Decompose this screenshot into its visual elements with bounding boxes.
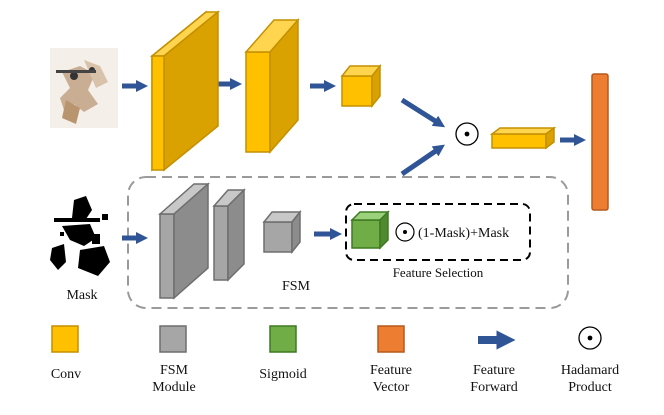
- legend-hadamard-label: Hadamard: [561, 363, 619, 378]
- fsm-block-1: [158, 182, 210, 300]
- legend: Conv FSM Module Sigmoid Feature Vector F…: [51, 325, 619, 395]
- selection-formula: (1-Mask)+Mask: [418, 226, 509, 241]
- fsm-block-2: [212, 188, 246, 282]
- legend-sigmoid-label: Sigmoid: [259, 367, 306, 382]
- fsm-label: FSM: [282, 279, 311, 294]
- arrow-conv3-to-hadamard: [400, 97, 446, 128]
- legend-fsm-swatch: [159, 325, 187, 353]
- conv-block-2: [244, 18, 300, 154]
- legend-vector-label: Feature: [370, 363, 412, 378]
- legend-vector-label-2: Vector: [373, 380, 410, 395]
- feature-selection-box: [345, 203, 531, 261]
- conv-block-1: [149, 10, 221, 172]
- conv-block-3: [340, 63, 382, 109]
- sigmoid-block: [350, 210, 390, 250]
- conv-output-slab: [489, 126, 557, 150]
- fsm-container: [127, 176, 569, 309]
- fsm-block-3: [262, 209, 302, 255]
- legend-vector-swatch: [377, 325, 405, 353]
- legend-sigmoid-swatch: [269, 325, 297, 353]
- feature-selection-label: Feature Selection: [393, 265, 484, 280]
- arrow-fsm-to-hadamard: [400, 144, 445, 177]
- legend-hadamard-label-2: Product: [568, 380, 612, 395]
- legend-forward-label-2: Forward: [470, 380, 517, 395]
- hadamard-icon: [455, 122, 479, 146]
- hadamard-icon: [395, 222, 415, 242]
- legend-fsm-label-2: Module: [152, 380, 196, 395]
- mask-image: [50, 196, 110, 276]
- legend-forward-label: Feature: [473, 363, 515, 378]
- legend-conv-label: Conv: [51, 367, 81, 382]
- feature-vector-bar: [591, 73, 609, 211]
- mask-label: Mask: [66, 288, 97, 303]
- input-image: [50, 48, 118, 128]
- legend-conv-swatch: [51, 325, 79, 353]
- legend-hadamard-icon: [578, 326, 602, 350]
- legend-fsm-label: FSM: [160, 363, 189, 378]
